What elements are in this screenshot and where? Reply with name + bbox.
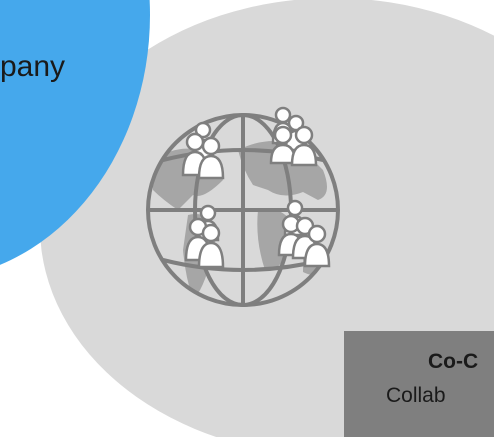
callout-box (344, 331, 494, 437)
callout-title: Co-C (428, 350, 479, 373)
people-icons (181, 106, 331, 269)
globe-grid (146, 113, 340, 307)
globe-with-people-icon (146, 106, 340, 307)
company-label: pany (0, 50, 66, 83)
callout-text: Collab (386, 384, 446, 407)
